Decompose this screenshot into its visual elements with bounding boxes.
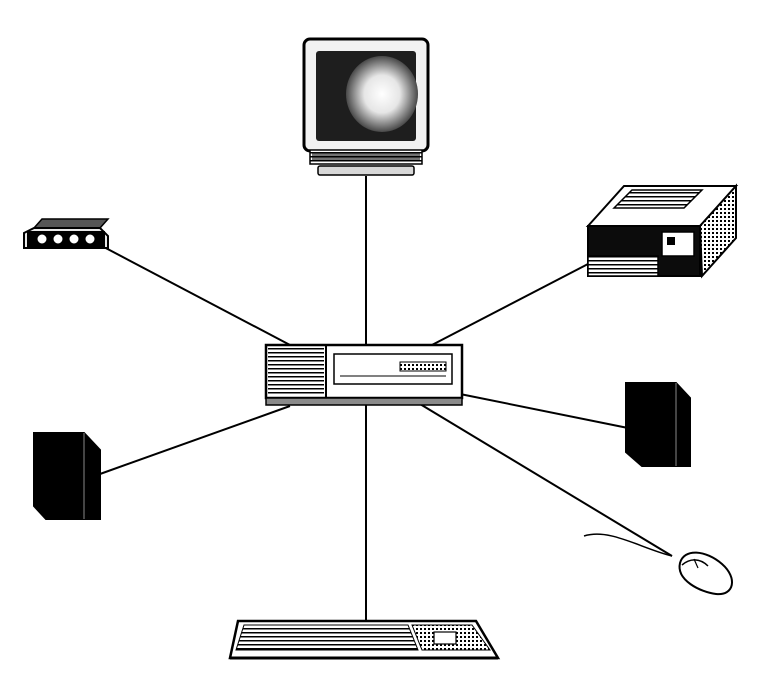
monitor-icon (302, 37, 430, 176)
system-unit-base (265, 397, 463, 406)
keyboard-key-block (433, 631, 457, 645)
left-speaker-body (33, 432, 101, 520)
printer-button (667, 237, 675, 245)
system-unit-icon (264, 343, 464, 406)
link-printer (429, 263, 589, 347)
printer-side (698, 183, 737, 279)
mouse-cord (583, 533, 673, 557)
monitor-screen-glow (346, 56, 418, 132)
hub-port (36, 233, 48, 245)
monitor-base-controls (312, 152, 420, 161)
printer-paper-slot (612, 189, 704, 209)
hub-panel (27, 231, 105, 247)
link-right-speaker (459, 393, 629, 429)
link-left-speaker (99, 405, 291, 475)
hub-icon (23, 218, 110, 249)
mouse-body (678, 551, 733, 596)
printer-control-panel (661, 231, 695, 257)
speaker-icon (33, 432, 101, 520)
mouse-split (693, 558, 699, 569)
printer-tray (587, 255, 659, 277)
connection-lines (99, 176, 673, 620)
mouse-icon (583, 533, 733, 596)
monitor-stand (317, 165, 415, 176)
system-unit-disk-slot (399, 361, 447, 372)
right-speaker-body (625, 382, 691, 467)
link-hub (99, 244, 291, 346)
hub-port (84, 233, 96, 245)
hub-top (32, 218, 110, 229)
speaker-icon (625, 382, 691, 467)
hub-port (52, 233, 64, 245)
printer-icon (585, 183, 739, 279)
keyboard-keys (235, 624, 419, 651)
keyboard-icon (228, 619, 501, 660)
hub-port (68, 233, 80, 245)
link-mouse (419, 403, 673, 557)
system-unit-vent (268, 347, 324, 395)
